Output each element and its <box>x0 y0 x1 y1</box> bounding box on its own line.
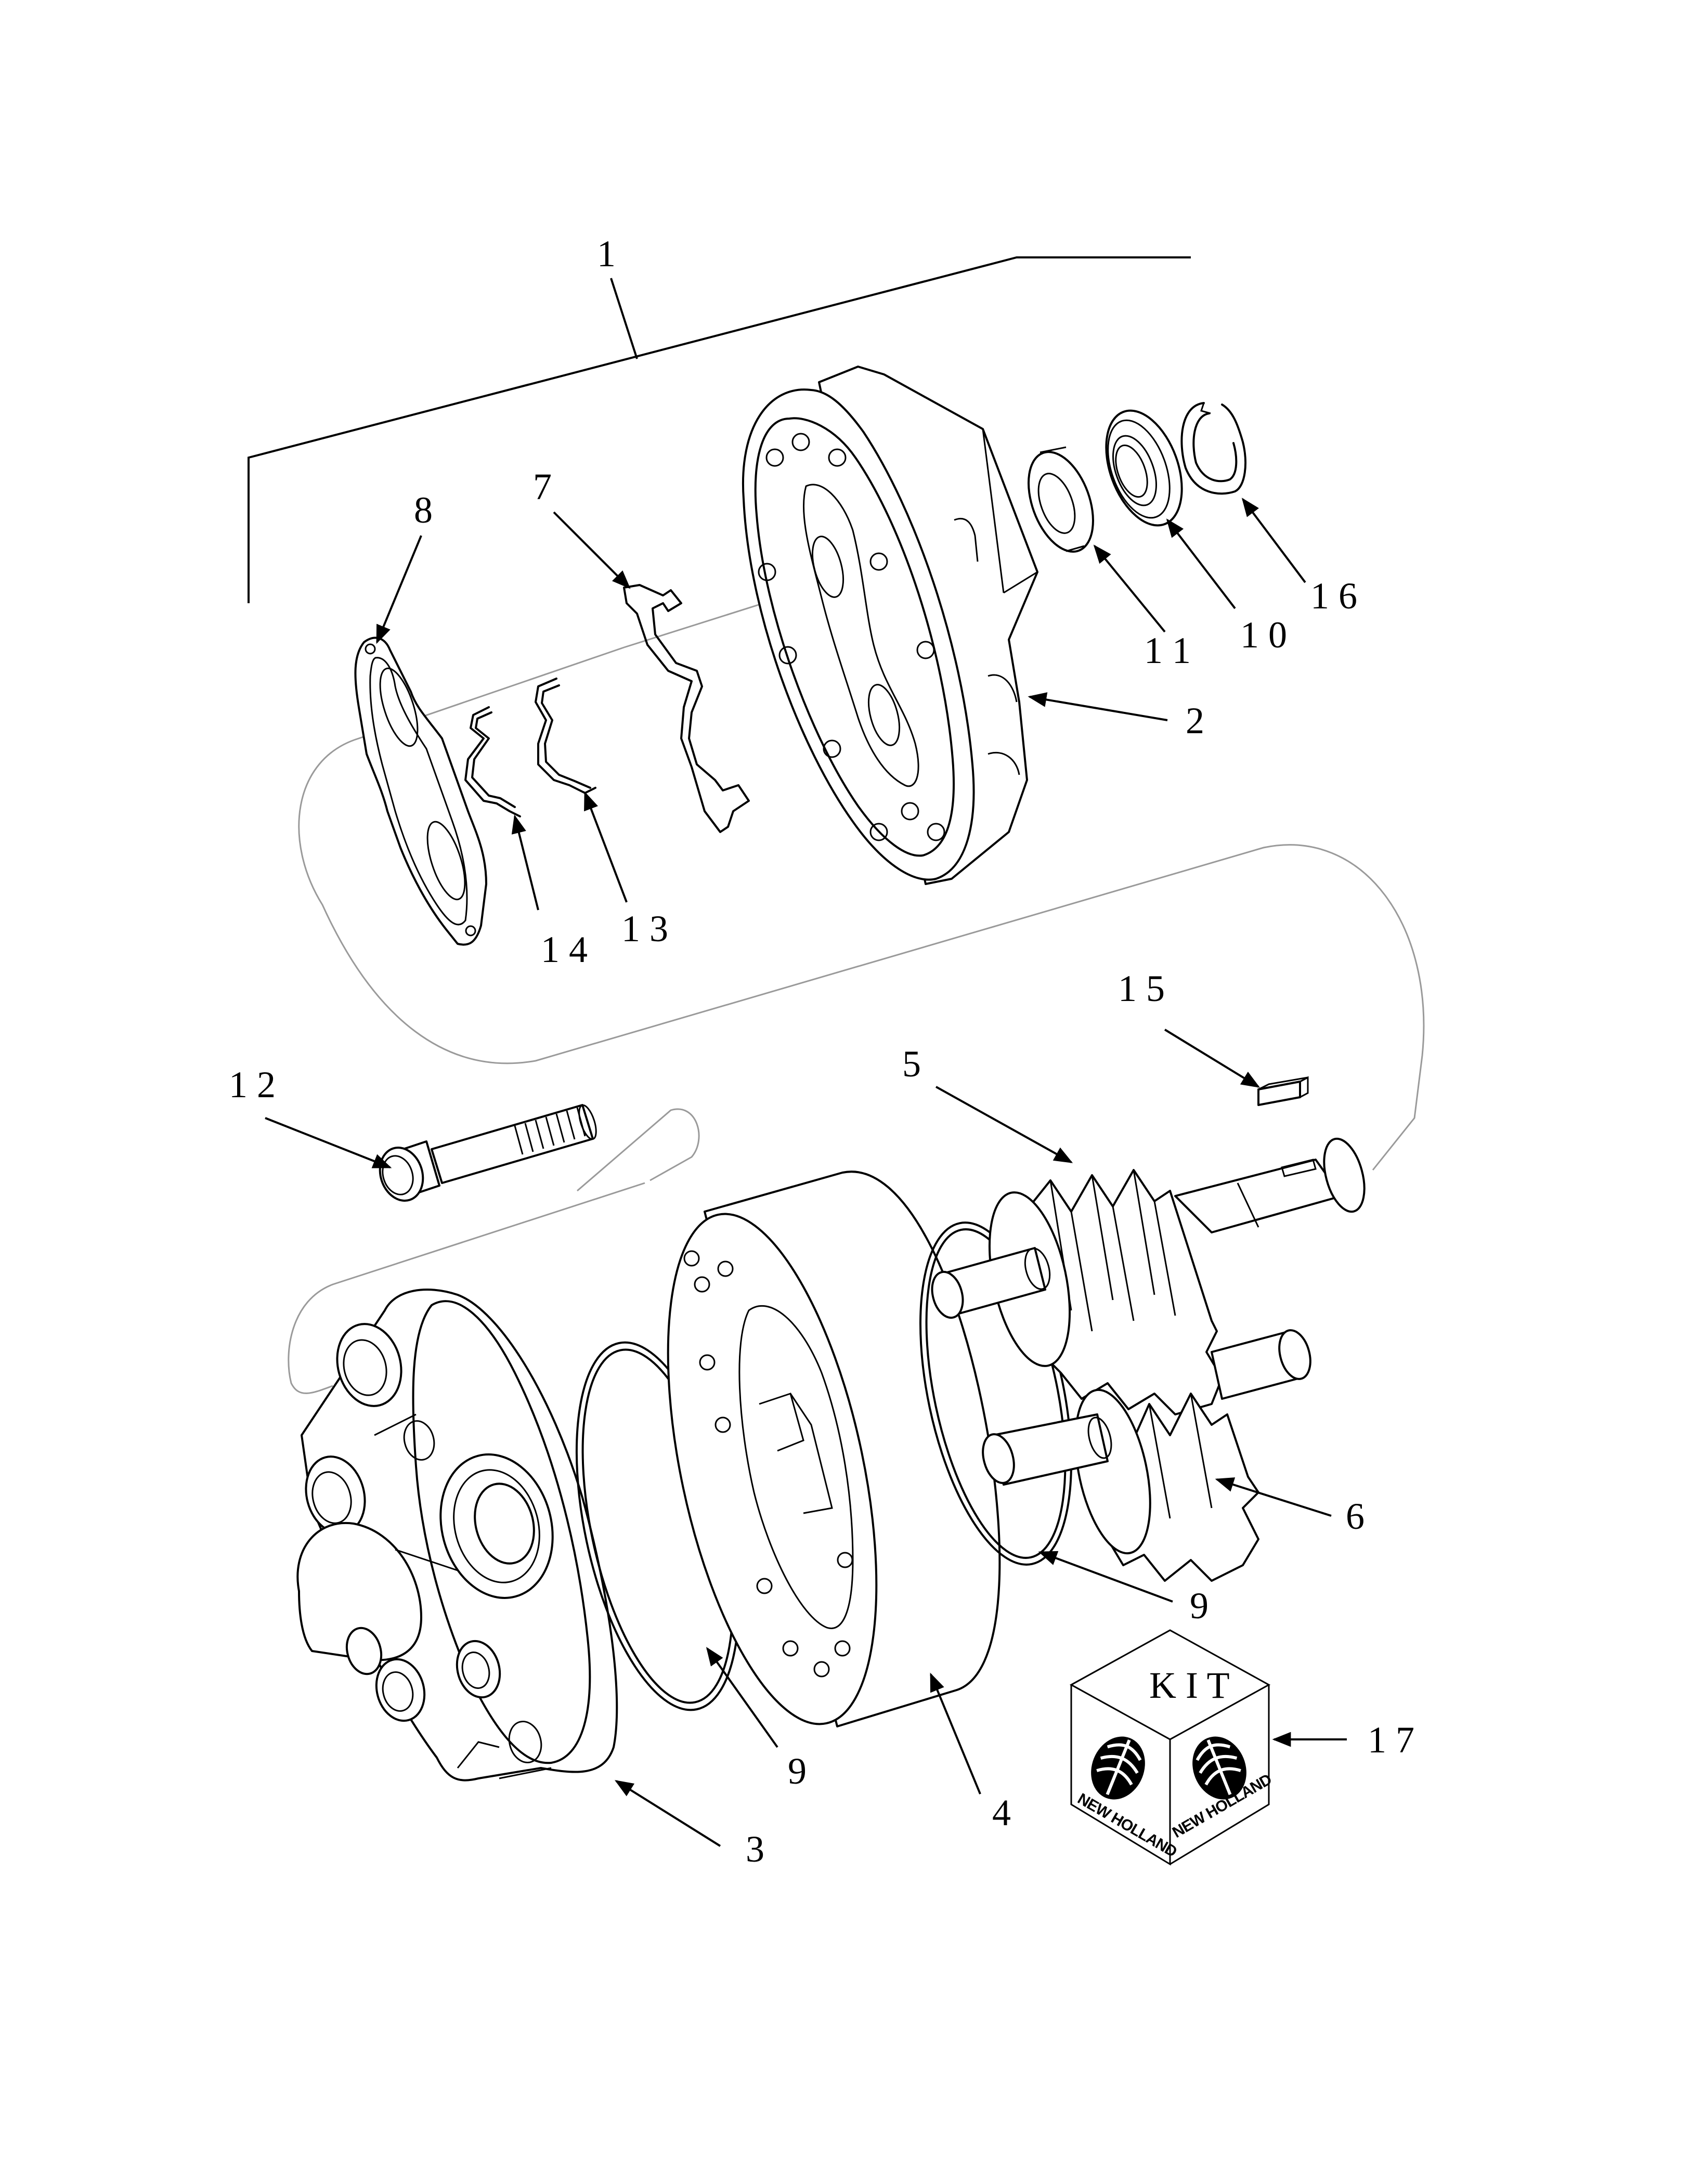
callout-14: 1 4 <box>541 929 588 970</box>
shaft-key-part-15 <box>1257 1076 1309 1106</box>
assembly-bracket <box>248 256 1191 603</box>
callout-6: 6 <box>1346 1496 1365 1537</box>
callout-17: 1 7 <box>1368 1719 1414 1761</box>
callout-labels: 1 2 3 4 5 6 7 8 9 9 1 0 1 1 1 2 1 3 1 4 … <box>229 233 1414 1870</box>
callout-5: 5 <box>902 1043 921 1085</box>
callout-4: 4 <box>992 1792 1011 1834</box>
flange-housing-part-3 <box>296 1289 618 1782</box>
new-holland-leaf-logo-right <box>1192 1736 1246 1800</box>
new-holland-leaf-logo-left <box>1091 1736 1145 1800</box>
driven-gear-part-6 <box>982 1329 1311 1582</box>
kit-box-label: K I T <box>1149 1665 1230 1706</box>
seal-part-7 <box>623 584 750 833</box>
kit-box-part-17: K I T NEW HOLLAND NEW HOLLAND <box>1069 1629 1275 1866</box>
bolt-part-12 <box>379 1104 597 1202</box>
callout-8: 8 <box>414 489 433 531</box>
callout-3: 3 <box>746 1828 764 1870</box>
leader-lines <box>265 498 1347 1847</box>
callout-1: 1 <box>597 233 616 275</box>
callout-10: 1 0 <box>1240 614 1287 656</box>
callout-16: 1 6 <box>1310 575 1357 617</box>
seal-part-13 <box>535 678 596 794</box>
callout-15: 1 5 <box>1118 968 1165 1009</box>
callout-13: 1 3 <box>621 908 668 950</box>
callout-2: 2 <box>1186 700 1204 742</box>
callout-9-rear: 9 <box>1190 1585 1209 1627</box>
brand-name-left: NEW HOLLAND <box>1075 1790 1180 1861</box>
alignment-envelopes <box>288 597 1425 1394</box>
o-ring-part-9-rear <box>919 1221 1072 1566</box>
callout-12: 1 2 <box>229 1064 276 1106</box>
callout-7: 7 <box>533 466 552 508</box>
drive-gear-part-5 <box>931 1137 1366 1415</box>
gasket-plate-part-8 <box>354 636 487 946</box>
end-cover-part-2 <box>742 366 1038 885</box>
callout-11: 1 1 <box>1144 630 1191 671</box>
seal-part-14 <box>464 706 521 817</box>
callout-9-front: 9 <box>788 1750 807 1792</box>
lip-seal-part-11 <box>1028 446 1094 553</box>
snap-ring-part-16 <box>1180 402 1246 495</box>
bearing-part-10 <box>1105 409 1183 527</box>
